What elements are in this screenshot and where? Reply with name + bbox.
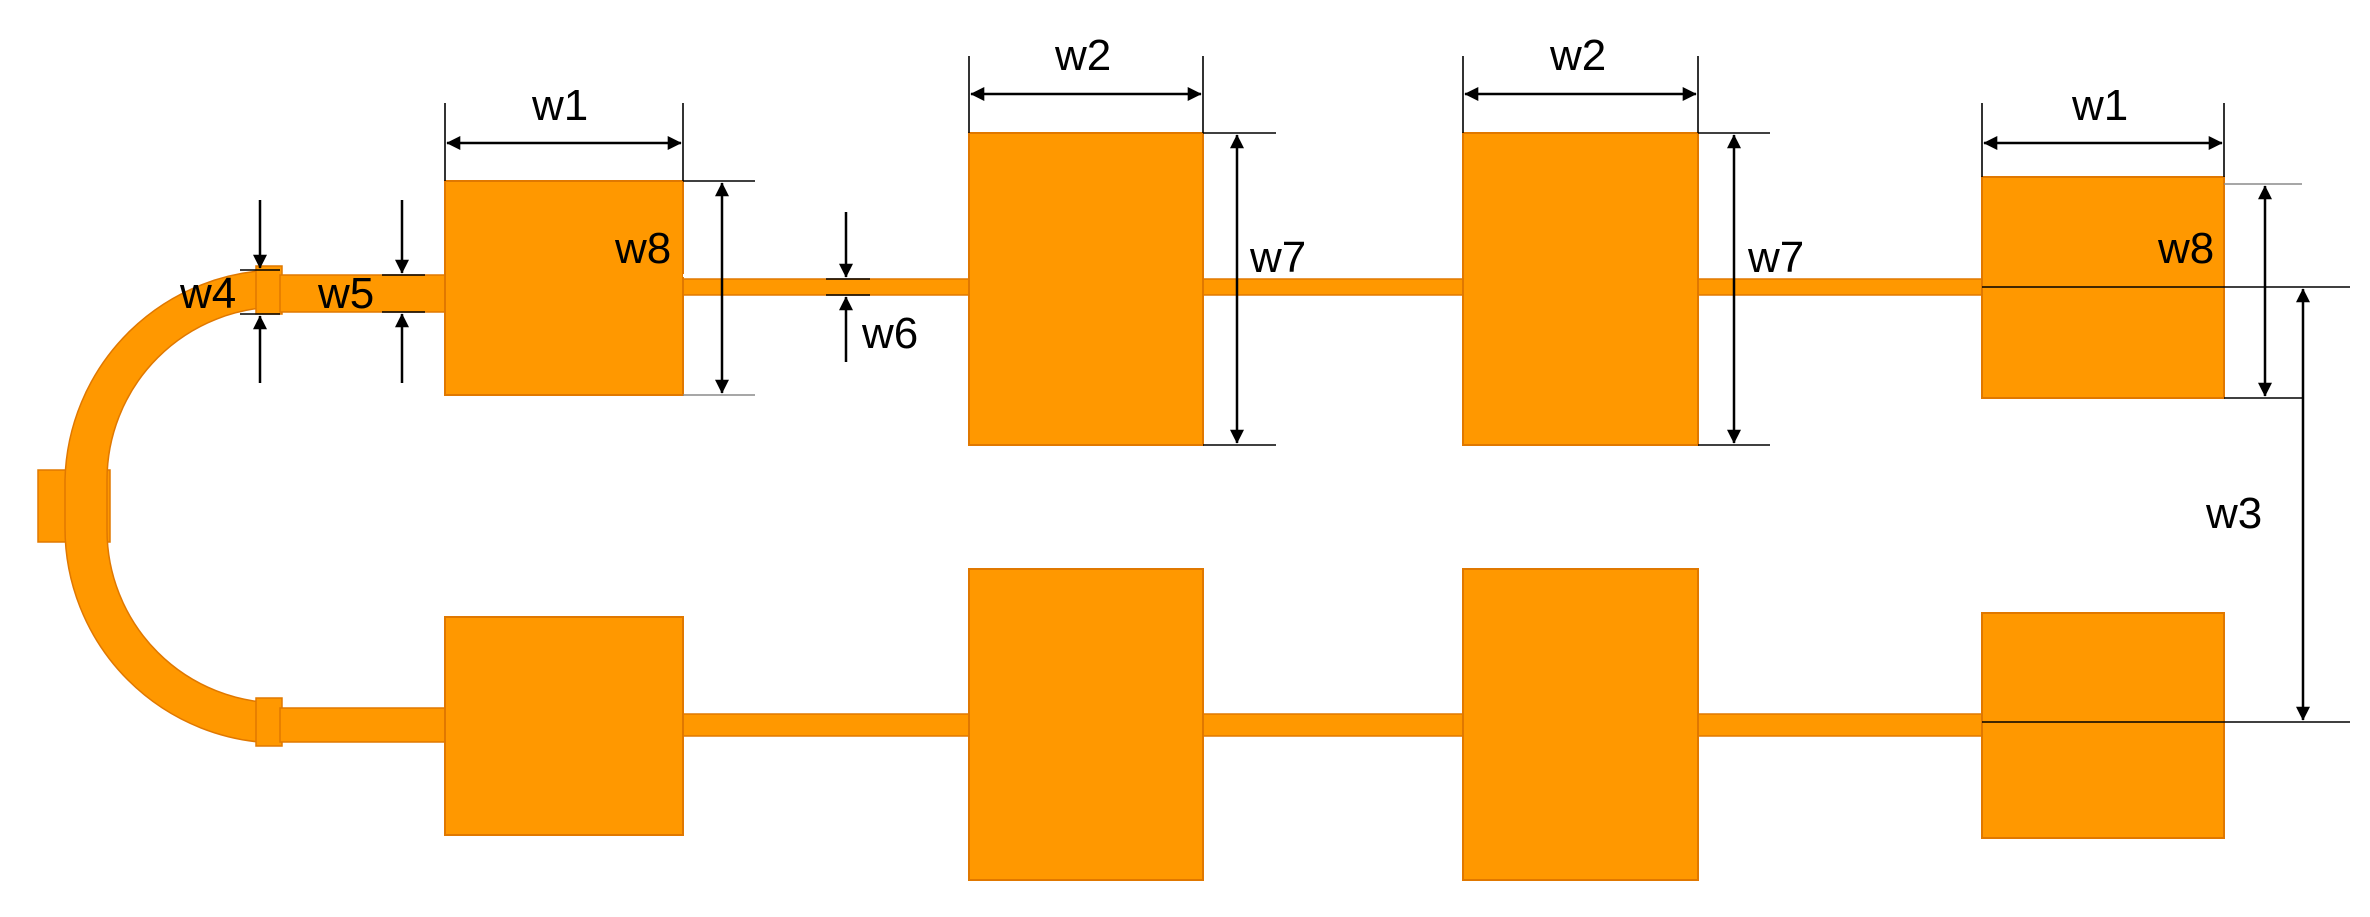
dim-w4: w4 [179,200,280,383]
label-w6: w6 [861,309,918,358]
bend-step-top [255,265,283,315]
dim-w8-right: w8 [2157,183,2302,399]
dim-w6: w6 [826,212,918,362]
dim-w1-right: w1 [1981,81,2225,177]
label-w1-right: w1 [2071,81,2128,130]
line-top-2 [1202,278,1464,296]
label-w3: w3 [2205,489,2262,538]
dim-w2-left: w2 [968,31,1204,133]
label-w2-left: w2 [1054,31,1111,80]
label-w5: w5 [317,269,374,318]
line-top-3 [1697,278,1983,296]
dim-w2-right: w2 [1462,31,1699,133]
feed-network [37,265,446,747]
bottom-row-patches [444,568,2225,881]
dim-w5: w5 [317,200,425,383]
dim-w8-left: w8 [614,180,755,396]
bottom-row-lines [682,713,1983,737]
label-w7-right: w7 [1747,233,1804,282]
top-row-patches [444,132,2225,446]
line-bottom-3 [1697,713,1983,737]
line-top-1 [682,278,970,296]
dim-w7-right: w7 [1698,132,1804,446]
patch-top-2 [968,132,1204,446]
patch-bottom-4 [1981,612,2225,839]
label-w7-left: w7 [1249,233,1306,282]
patch-bottom-1 [444,616,684,836]
patch-bottom-3 [1462,568,1699,881]
label-w8-right: w8 [2157,224,2214,273]
line-bottom-1 [682,713,970,737]
dim-w3: w3 [1982,286,2350,723]
label-w8-left: w8 [614,224,671,273]
patch-bottom-2 [968,568,1204,881]
line-bottom-2 [1202,713,1464,737]
patch-slots [683,274,687,277]
label-w1-left: w1 [531,81,588,130]
bend-step-bottom [255,697,283,747]
quarter-wave-bottom [279,707,446,743]
patch-top-1 [444,180,684,396]
quarter-wave-top [279,274,446,313]
dim-w7-left: w7 [1203,132,1306,446]
dim-w1-left: w1 [444,81,684,181]
label-w4: w4 [179,269,236,318]
feed-bend [64,269,281,744]
patch-top-3 [1462,132,1699,446]
label-w2-right: w2 [1549,31,1606,80]
